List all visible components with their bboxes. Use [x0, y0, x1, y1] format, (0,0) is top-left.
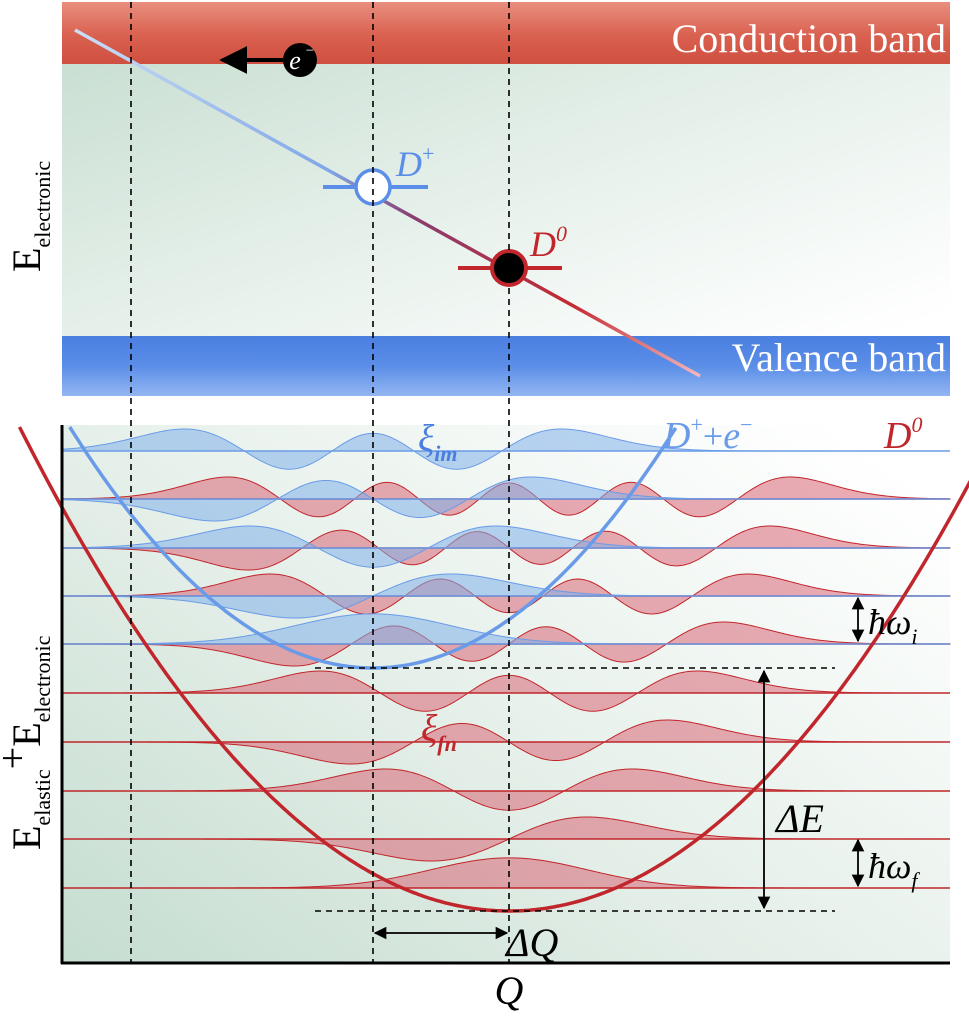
top-panel-background	[62, 58, 950, 343]
hw-i-label: ħωi	[868, 602, 918, 649]
delta-q-label: ΔQ	[504, 920, 558, 965]
initial-state-wavefunctions	[61, 428, 950, 645]
delta-e-label: ΔE	[774, 796, 824, 841]
top-y-axis-label: Eelectronic	[4, 161, 55, 272]
bottom-y-axis-label: Eelastic+Eelectronic	[0, 635, 55, 850]
d-plus-label: D+	[395, 141, 434, 184]
valence-band	[62, 336, 950, 396]
hw-f-label: ħωf	[868, 846, 920, 893]
final-state-parabola	[17, 426, 969, 913]
conduction-band-label: Conduction band	[672, 16, 946, 61]
initial-curve-label: D++e−	[662, 412, 752, 457]
electron-charge: −	[306, 43, 314, 59]
initial-wavefunction-label: ξim	[418, 418, 458, 466]
x-axis-label: Q	[495, 968, 524, 1013]
electron-icon: e −	[283, 43, 317, 77]
defect-level-line	[74, 28, 701, 378]
final-curve-label: D0	[883, 412, 922, 457]
valence-band-label: Valence band	[732, 335, 946, 380]
d-zero-label: D0	[529, 221, 567, 264]
final-wavefunction-label: ξfn	[421, 708, 457, 756]
d-plus-hole-icon	[354, 168, 392, 206]
electron-label: e	[289, 46, 301, 75]
conduction-band	[62, 2, 950, 64]
vibrational-wavefunction	[61, 573, 951, 615]
vibrational-wavefunction	[62, 670, 950, 712]
